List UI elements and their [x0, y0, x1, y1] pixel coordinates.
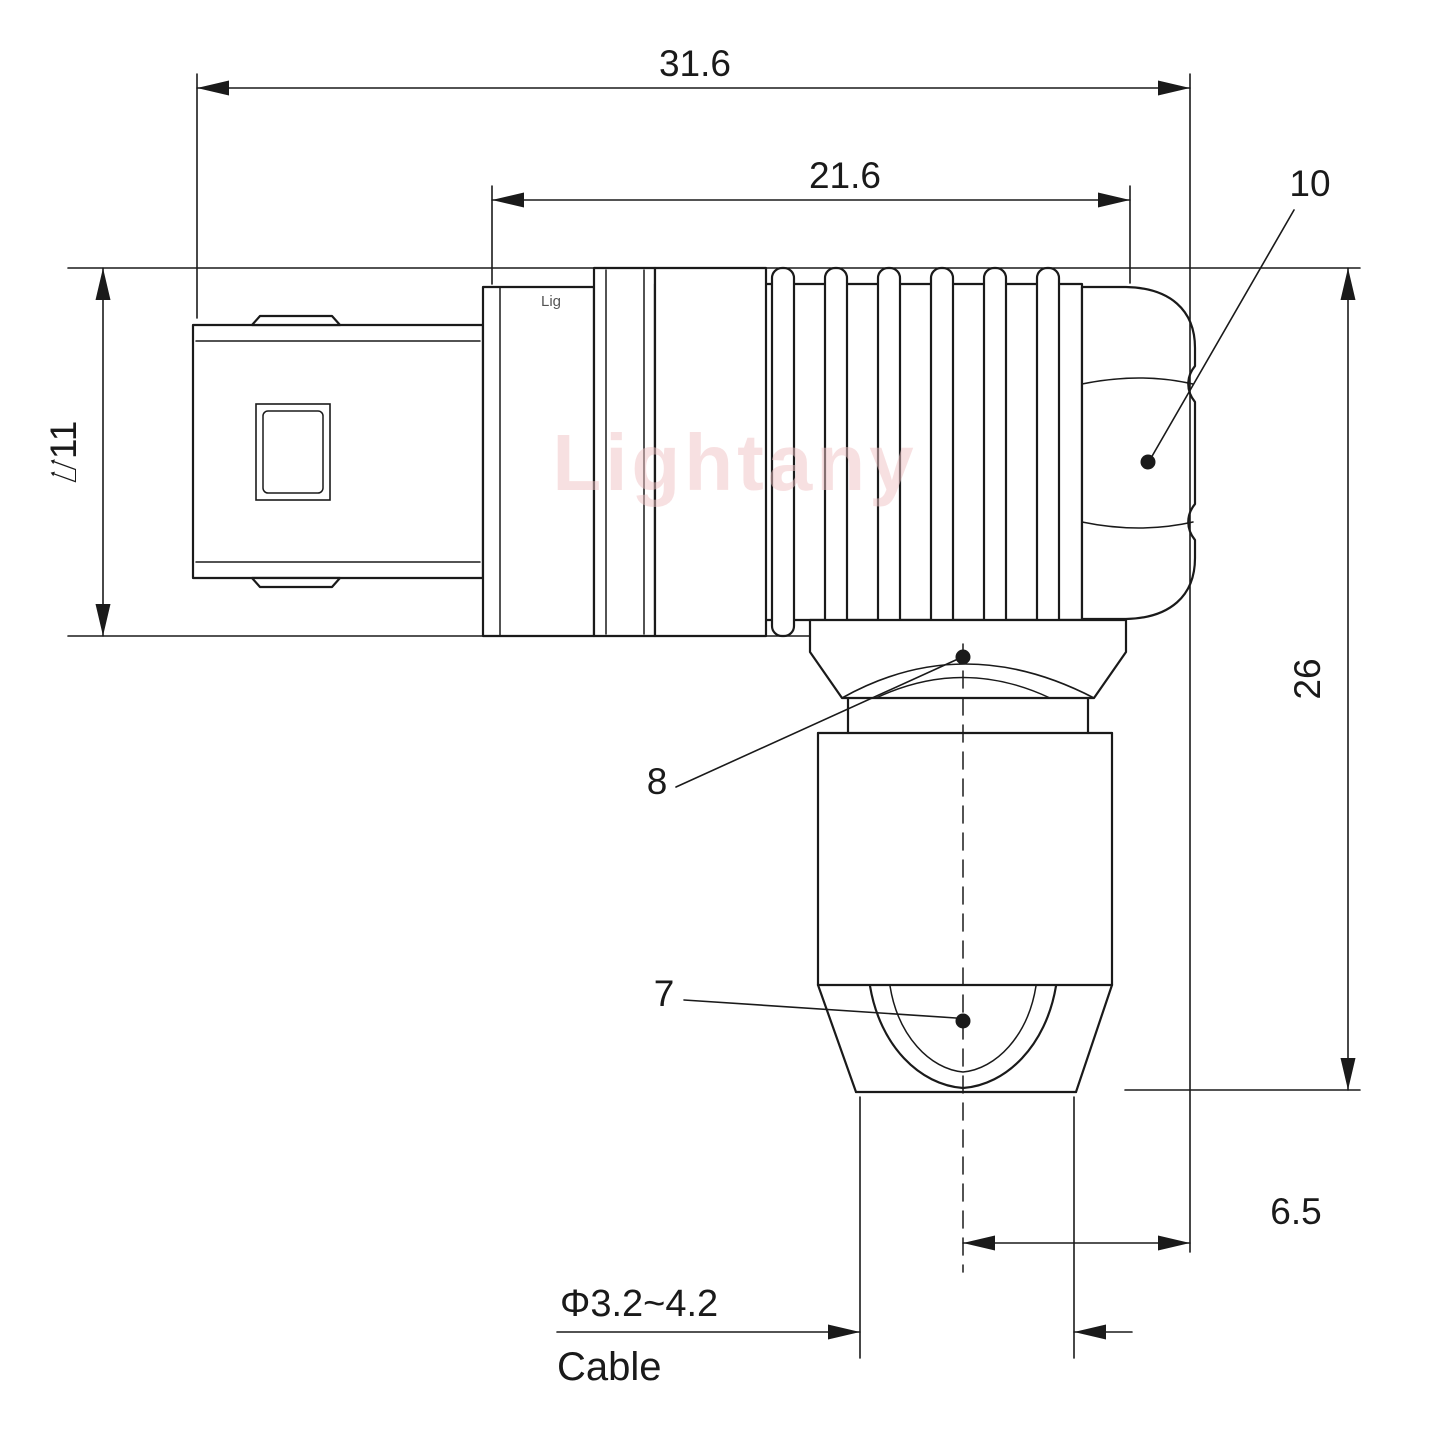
label-part-10: 10: [1140, 163, 1331, 470]
sleeve-rib: [982, 266, 1008, 638]
ribbed-sleeve: [653, 266, 1084, 638]
front-collar: [481, 266, 657, 638]
dimension-cable: Φ3.2~4.2 Cable: [556, 1096, 1133, 1389]
arrowhead-left: [963, 1235, 995, 1251]
sleeve-front-cap: [653, 266, 768, 638]
leader-dot: [955, 1013, 971, 1029]
leader-line: [1150, 209, 1295, 459]
connector-side-view: [191, 266, 1197, 1273]
nose-taper-right: [1074, 983, 1114, 1094]
leader-line: [675, 658, 959, 788]
coupling-nut: [1080, 285, 1197, 621]
arrowhead-right: [1098, 192, 1130, 208]
collar-outline: [481, 285, 596, 638]
dimension-overall-length: 31.6: [196, 43, 1191, 1253]
nose-taper-left: [816, 983, 858, 1094]
arrowhead-right: [1074, 1324, 1106, 1340]
arrowhead-left: [828, 1324, 860, 1340]
dimension-offset: 6.5: [962, 1191, 1322, 1251]
dim-diameter-text: ⌰11: [43, 421, 84, 484]
nose-dome-inner: [889, 985, 1037, 1073]
coupling-nut-outline: [1080, 285, 1197, 621]
arrowhead-left: [197, 80, 229, 96]
dimension-front-length: 21.6: [491, 155, 1131, 285]
coupling-nut-flat-line-upper: [1081, 377, 1194, 385]
coupling-nut-flat-line-lower: [1081, 521, 1194, 529]
rear-body-window: [255, 403, 331, 501]
part7-text: 7: [654, 973, 675, 1014]
dim-height-text: 26: [1287, 658, 1328, 699]
arrowhead-right: [1158, 1235, 1190, 1251]
dim-overall-length-text: 31.6: [659, 43, 731, 84]
dim-front-length-text: 21.6: [809, 155, 881, 196]
part8-text: 8: [647, 761, 668, 802]
arrowhead-bottom: [1340, 1058, 1356, 1090]
cable-body: [816, 696, 1114, 1094]
arrowhead-right: [1158, 80, 1190, 96]
shell-marking-text: Lig: [541, 293, 561, 310]
leader-dot: [955, 649, 971, 665]
cable-label-text: Cable: [557, 1345, 662, 1389]
sleeve-rib: [1035, 266, 1061, 638]
rear-body: [191, 314, 485, 589]
elbow-nut-flat-curve-1: [841, 663, 1095, 699]
label-part-8: 8: [647, 649, 971, 802]
part10-text: 10: [1289, 163, 1330, 204]
arrowhead-bottom: [95, 604, 111, 636]
rear-body-outline: [191, 323, 485, 580]
label-part-7: 7: [654, 973, 971, 1029]
watermark: Lightany Lig: [541, 293, 917, 507]
dimension-diameter: ⌰11: [43, 267, 1361, 637]
rear-body-bottom-key: [250, 576, 342, 589]
dim-cable-diameter-text: Φ3.2~4.2: [560, 1283, 718, 1325]
rear-body-top-key: [250, 314, 342, 327]
sleeve-rib: [929, 266, 955, 638]
arrowhead-left: [492, 192, 524, 208]
leader-dot: [1140, 454, 1156, 470]
leader-line: [683, 999, 957, 1019]
arrowhead-top: [95, 268, 111, 300]
arrowhead-top: [1340, 268, 1356, 300]
dim-offset-text: 6.5: [1270, 1191, 1321, 1232]
dimension-height: 26: [1124, 267, 1361, 1091]
watermark-text: Lightany: [552, 418, 917, 507]
rear-body-window-inner: [262, 410, 324, 494]
